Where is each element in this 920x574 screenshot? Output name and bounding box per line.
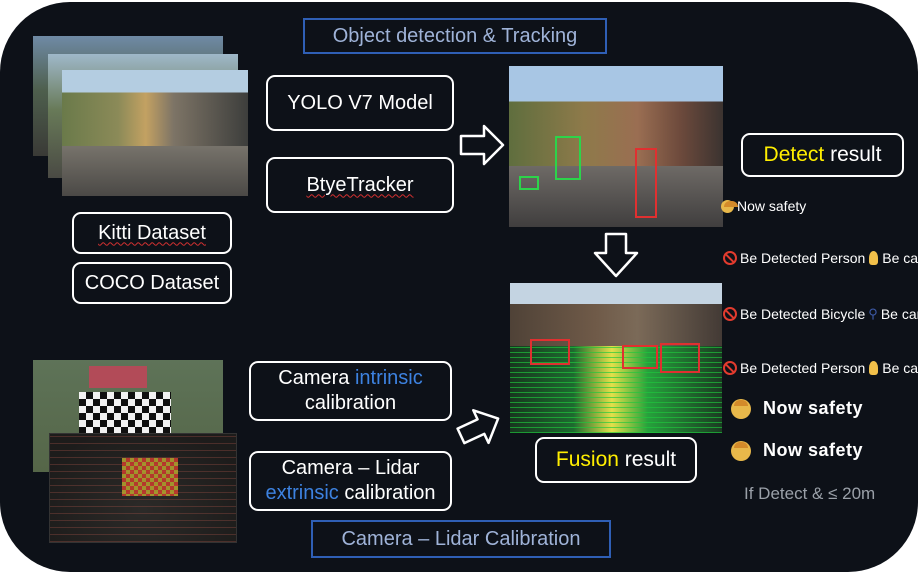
no-entry-icon xyxy=(723,307,737,321)
coco-dataset-box: COCO Dataset xyxy=(72,262,232,304)
detection-condition-text: If Detect & ≤ 20m xyxy=(744,484,876,503)
status-now-safety-big-2: Now safety xyxy=(731,440,863,461)
coco-dataset-label: COCO Dataset xyxy=(84,271,220,294)
face-icon xyxy=(721,199,738,213)
extrinsic-line-2: extrinsic calibration xyxy=(265,481,435,506)
status-detected-person-2-text: Be Detected Person xyxy=(740,360,866,376)
status-careful-1-text: Be careful! xyxy=(882,250,920,266)
section-title-detection: Object detection & Tracking xyxy=(303,18,607,54)
status-detected-bicycle: Be Detected Bicycle ⚲ Be careful! xyxy=(723,306,920,322)
kitti-dataset-label: Kitti Dataset xyxy=(98,221,206,244)
extrinsic-suffix: calibration xyxy=(338,482,436,504)
lidar-calibration-image xyxy=(49,433,237,543)
fusion-bbox-2 xyxy=(622,345,658,369)
calibration-monitor xyxy=(89,366,147,388)
bbox-person xyxy=(635,148,657,218)
no-entry-icon xyxy=(723,361,737,375)
bbox-car-2 xyxy=(519,176,539,190)
extrinsic-word: extrinsic xyxy=(265,482,339,504)
status-detected-person-1: Be Detected Person Be careful! xyxy=(723,250,920,266)
section-title-calibration-text: Camera – Lidar Calibration xyxy=(341,527,581,550)
detect-suffix: result xyxy=(824,142,882,166)
arrow-right-icon-fusion xyxy=(456,409,500,445)
detect-word: Detect xyxy=(763,142,825,166)
section-title-calibration: Camera – Lidar Calibration xyxy=(311,520,611,558)
status-careful-3-text: Be careful! xyxy=(882,360,920,376)
fusion-suffix: result xyxy=(618,447,677,471)
intrinsic-prefix: Camera xyxy=(278,367,355,389)
detect-result-text: Detect result xyxy=(764,142,882,168)
fusion-bbox-3 xyxy=(660,343,700,373)
face-icon xyxy=(731,440,751,461)
status-now-safety-big-2-text: Now safety xyxy=(763,440,864,460)
yolo-model-label: YOLO V7 Model xyxy=(287,91,433,114)
intrinsic-word: intrinsic xyxy=(354,367,423,389)
kitti-street-image xyxy=(62,70,248,196)
face-icon xyxy=(731,398,751,419)
bicycle-icon: ⚲ xyxy=(868,306,878,321)
kitti-dataset-box: Kitti Dataset xyxy=(72,212,232,254)
arrow-down-icon xyxy=(593,232,639,278)
detect-result-box: Detect result xyxy=(741,133,904,177)
fusion-result-box: Fusion result xyxy=(535,437,697,483)
intrinsic-line-2: calibration xyxy=(304,392,397,414)
extrinsic-line-1: Camera – Lidar xyxy=(281,457,420,479)
yolo-model-box: YOLO V7 Model xyxy=(266,75,454,131)
person-icon xyxy=(869,251,879,265)
tracker-box: BtyeTracker xyxy=(266,157,454,213)
fusion-bbox-1 xyxy=(530,339,570,365)
status-now-safety-small-text: Now safety xyxy=(737,198,807,214)
bbox-car xyxy=(555,136,581,180)
fusion-result-image xyxy=(510,283,722,433)
detection-result-image xyxy=(509,66,723,227)
intrinsic-line-1: Camera intrinsic xyxy=(278,366,423,391)
status-detected-person-2: Be Detected Person Be careful! xyxy=(723,360,920,376)
lidar-calibration-target xyxy=(122,458,178,496)
status-now-safety-small: Now safety xyxy=(721,198,806,214)
fusion-result-text: Fusion result xyxy=(556,447,676,473)
checkerboard-pattern xyxy=(79,392,171,436)
status-now-safety-big-1: Now safety xyxy=(731,398,863,419)
status-now-safety-big-1-text: Now safety xyxy=(763,398,864,418)
status-detected-bicycle-text: Be Detected Bicycle xyxy=(740,306,866,322)
fusion-word: Fusion xyxy=(555,447,619,471)
intrinsic-calibration-box: Camera intrinsic calibration xyxy=(249,361,452,421)
no-entry-icon xyxy=(723,251,737,265)
extrinsic-calibration-box: Camera – Lidar extrinsic calibration xyxy=(249,451,452,511)
status-detected-person-1-text: Be Detected Person xyxy=(740,250,866,266)
section-title-detection-text: Object detection & Tracking xyxy=(332,24,578,47)
status-careful-2-text: Be careful! xyxy=(880,306,920,322)
tracker-label: BtyeTracker xyxy=(306,173,414,196)
arrow-right-icon xyxy=(459,124,505,166)
person-icon xyxy=(869,361,879,375)
